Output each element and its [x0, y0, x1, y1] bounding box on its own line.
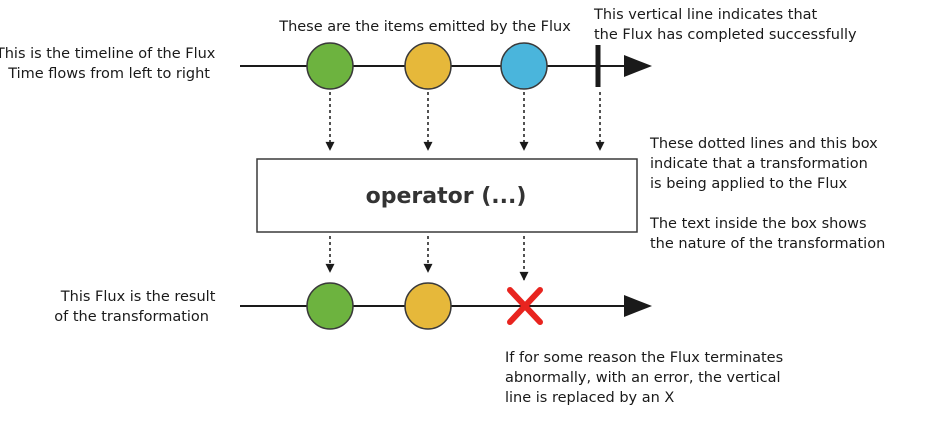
output-marbles	[306, 282, 452, 330]
box-text-annotation: The text inside the box shows the nature…	[649, 216, 885, 252]
error-x-icon	[507, 287, 543, 325]
input-marble-3	[500, 42, 548, 90]
output-timeline-arrowhead	[624, 295, 652, 317]
operator-label: operator (...)	[366, 184, 527, 209]
operator-box: operator (...)	[256, 158, 638, 233]
error-x-stroke-2	[507, 287, 543, 325]
input-timeline-arrowhead	[624, 55, 652, 77]
input-marble-1	[306, 42, 354, 90]
input-marbles	[306, 42, 548, 90]
error-annotation: If for some reason the Flux terminates a…	[505, 350, 788, 406]
completion-annotation: This vertical line indicates that the Fl…	[593, 7, 857, 43]
operator-box-frame	[256, 158, 638, 233]
output-marble-1	[306, 282, 354, 330]
input-marble-2	[404, 42, 452, 90]
output-marble-2	[404, 282, 452, 330]
transformation-annotation: These dotted lines and this box indicate…	[649, 136, 882, 192]
result-annotation: This Flux is the result of the transform…	[54, 289, 220, 325]
timeline-annotation: This is the timeline of the Flux Time fl…	[0, 46, 220, 82]
transformation-arrows	[325, 92, 605, 281]
items-annotation: These are the items emitted by the Flux	[278, 19, 571, 35]
